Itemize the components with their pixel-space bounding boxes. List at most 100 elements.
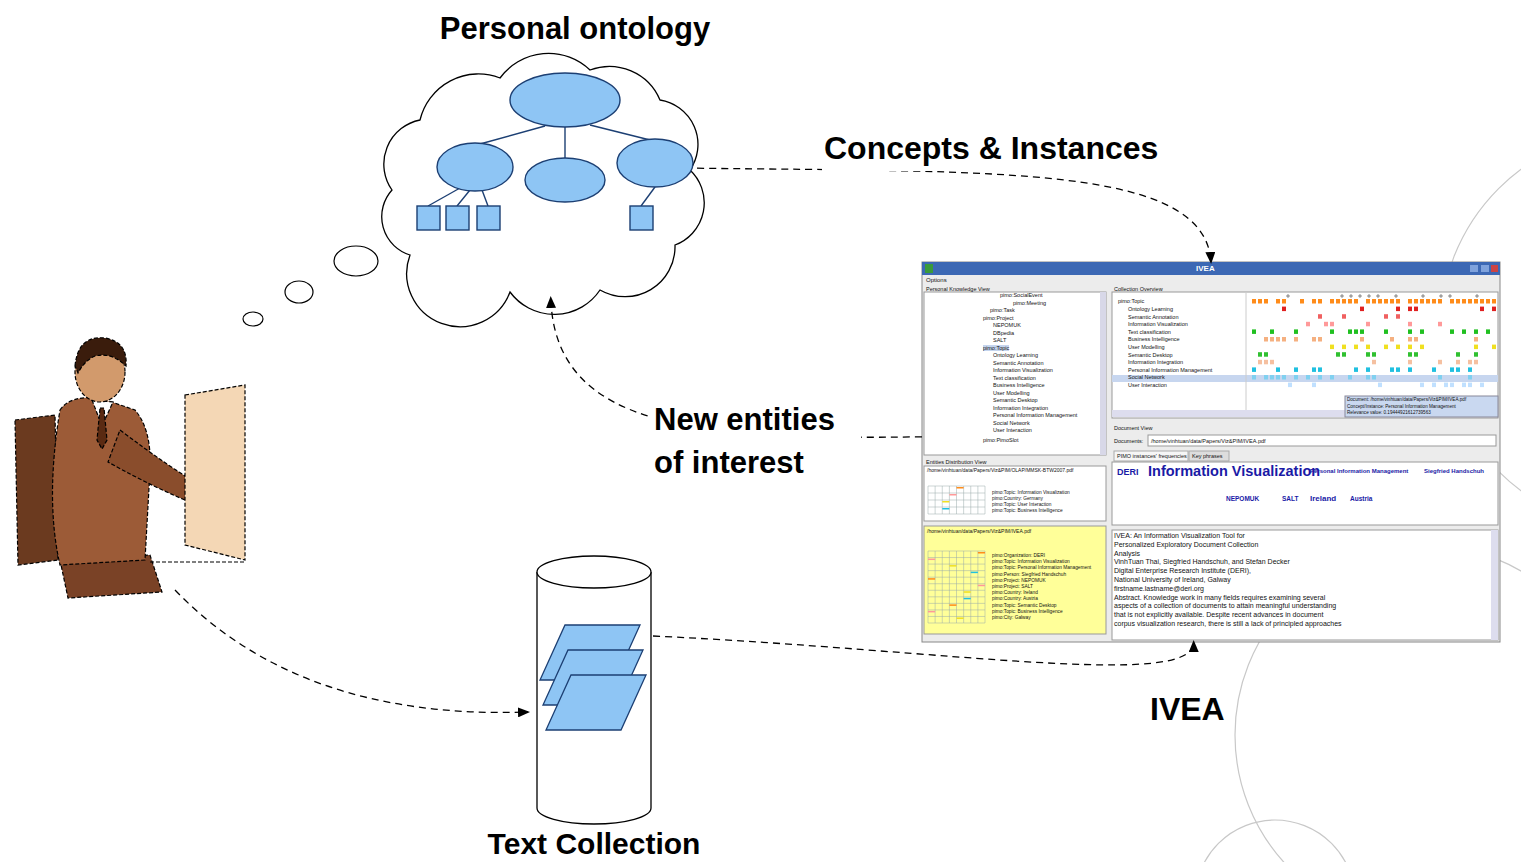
screen-text: User Modelling [993,390,1030,396]
occurrence-mark [1372,299,1376,304]
screen-text: NEPOMUK [993,322,1021,328]
grid-line [963,551,964,623]
screen-text: pimo:City: Galway [992,615,1031,621]
screen-text: Text classification [993,375,1036,381]
occurrence-mark [1468,375,1472,380]
occurrence-mark [1414,307,1418,312]
occurrence-mark [1276,367,1280,372]
occurrence-mark [1252,329,1256,334]
occurrence-mark [1300,299,1304,304]
screen-text: /home/vinhtuan/data/Papers/Viz&PIM/IVEA.… [927,529,1031,535]
occurrence-mark [1258,360,1262,365]
grid-mark [957,487,964,489]
grid-mark [964,591,971,593]
occurrence-mark [1468,367,1472,372]
grid-mark [949,565,956,567]
grid-line [970,551,971,623]
occurrence-mark [1342,314,1346,319]
plus-mark [1421,294,1425,298]
grid-line [928,583,985,584]
screen-text: Text classification [1128,329,1171,335]
occurrence-mark [1474,299,1478,304]
occurrence-mark [1462,383,1466,388]
ontology-cloud: Personal ontology [372,62,697,298]
ontology-tree [417,73,693,230]
occurrence-mark [1258,299,1262,304]
occurrence-mark [1276,375,1280,380]
screen-text: IVEA [1196,264,1215,273]
person-illustration [15,338,245,598]
occurrence-mark [1342,299,1346,304]
occurrence-mark [1264,360,1268,365]
occurrence-mark [1348,375,1352,380]
node-heading: Personal ontology [440,12,710,46]
screen-text: pimo:Country: Germany [992,496,1043,502]
screen-text: Social Network [993,420,1030,426]
occurrence-mark [1408,322,1412,327]
screen-text: pimo:Topic [1118,298,1144,304]
occurrence-mark [1384,345,1388,350]
occurrence-mark [1252,375,1256,380]
occurrence-mark [1342,352,1346,357]
grid-mark [928,559,935,561]
occurrence-mark [1438,299,1442,304]
occurrence-mark [1450,329,1454,334]
screen-text: pimo:Project: SALT [992,584,1033,590]
occurrence-mark [1474,329,1478,334]
occurrence-mark [1294,367,1298,372]
grid-mark [978,585,985,587]
screen-text: Semantic Annotation [993,360,1043,366]
screen-text: pimo:Topic: Business Intelligence [992,609,1063,615]
occurrence-mark [1396,307,1400,312]
occurrence-mark [1306,375,1310,380]
occurrence-mark [1468,383,1472,388]
screen-text: Ireland [1310,494,1336,503]
occurrence-mark [1450,299,1454,304]
thought-bubbles [243,246,378,326]
occurrence-mark [1270,337,1274,342]
occurrence-mark [1420,299,1424,304]
screen-text: Information Visualization [1128,321,1188,327]
occurrence-mark [1270,329,1274,334]
screen-text: Information Visualization [1148,463,1320,480]
screen-text: Collection Overview [1114,286,1163,292]
occurrence-mark [1492,307,1496,312]
occurrence-mark [1366,375,1370,380]
occurrence-mark [1294,337,1298,342]
screen-text: Siegfried Handschuh [1424,468,1484,475]
screen-text: Semantic Annotation [1128,314,1178,320]
occurrence-mark [1396,367,1400,372]
occurrence-mark [1330,375,1334,380]
occurrence-mark [1318,367,1322,372]
screen-text: that is not explicitly available. Despit… [1114,611,1323,619]
node-heading: Text Collection [488,827,701,860]
screen-text: Entities Distribution View [926,459,986,465]
grid-line [928,596,985,597]
occurrence-mark [1486,299,1490,304]
occurrence-mark [1384,299,1388,304]
occurrence-mark [1366,367,1370,372]
grid-line [949,551,950,623]
occurrence-mark [1264,375,1268,380]
plus-mark [1349,294,1353,298]
plus-mark [1439,294,1443,298]
occurrence-mark [1432,367,1436,372]
occurrence-mark [1276,337,1280,342]
screen-text: pimo:Country: Ireland [992,590,1038,596]
screen-text: Personal Information Management [993,412,1077,418]
occurrence-mark [1312,383,1316,388]
screen-text: Business Intelligence [993,382,1045,388]
occurrence-mark [1318,375,1322,380]
occurrence-mark [1408,307,1412,312]
occurrence-mark [1408,329,1412,334]
occurrence-mark [1468,299,1472,304]
occurrence-mark [1438,360,1442,365]
occurrence-mark [1474,345,1478,350]
edge-label: Concepts & Instances [822,126,1160,171]
occurrence-mark [1408,367,1412,372]
occurrence-mark [1432,299,1436,304]
screen-text: /home/vinhtuan/data/Papers/Viz&PIM/OLAP/… [927,468,1073,474]
grid-line [942,551,943,623]
screen-text: NEPOMUK [1226,495,1259,502]
occurrence-mark [1282,375,1286,380]
